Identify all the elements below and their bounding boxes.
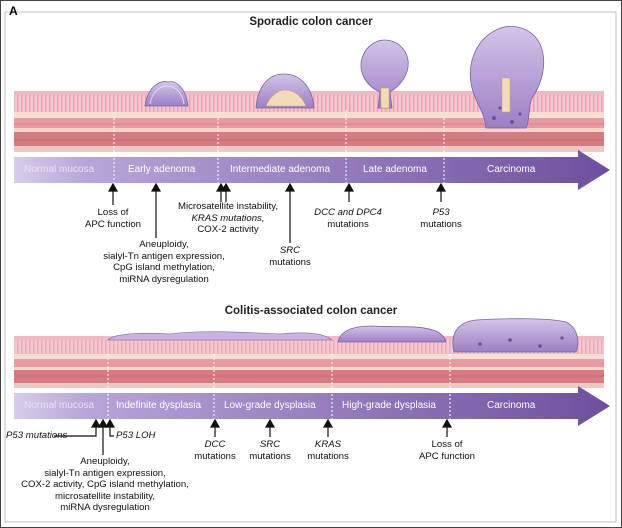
sporadic-progression-arrow (14, 150, 610, 190)
sporadic-title: Sporadic colon cancer (249, 16, 373, 28)
event-line: miRNA dysregulation (60, 502, 150, 513)
sporadic-stage-early-adenoma: Early adenoma (128, 164, 196, 175)
colitis-event-aneuploidy: Aneuploidy, sialyl-Tn antigen expression… (20, 456, 190, 514)
colitis-stage-carcinoma: Carcinoma (487, 400, 536, 411)
event-line: mutations (327, 218, 369, 230)
high-grade-dysplasia-mucosa (337, 325, 447, 343)
sporadic-event-aneuploidy: Aneuploidy, sialyl-Tn antigen expression… (96, 239, 232, 285)
sporadic-stage-carcinoma: Carcinoma (487, 164, 536, 175)
colitis-progression-arrow (14, 386, 610, 426)
event-line: KRAS mutations, (191, 212, 265, 224)
colitis-event-kras: KRAS mutations (301, 439, 355, 462)
event-line: DCC and DPC4 (314, 207, 382, 218)
colitis-event-p53-mutations: P53 mutations (6, 430, 67, 442)
sporadic-stage-normal-mucosa: Normal mucosa (24, 164, 95, 175)
event-line: mutations (420, 218, 462, 230)
sporadic-event-dcc-dpc4: DCC and DPC4 mutations (306, 207, 390, 230)
event-line: DCC (204, 439, 226, 450)
event-line: P53 LOH (116, 430, 156, 441)
colitis-stage-low-grade-dysplasia: Low-grade dysplasia (224, 400, 316, 411)
event-line: Loss of (431, 439, 463, 450)
carcinoma-tumor (469, 26, 545, 129)
event-line: Microsatellite instability, (177, 201, 279, 212)
event-line: KRAS (314, 439, 342, 450)
sporadic-event-msi-kras-cox2: Microsatellite instability, KRAS mutatio… (168, 201, 288, 236)
event-line: Aneuploidy, (80, 456, 130, 467)
sporadic-stage-dividers (113, 110, 445, 183)
event-line: SRC (259, 439, 281, 450)
sporadic-event-loss-of-apc: Loss of APC function (78, 207, 148, 230)
sporadic-stage-intermediate-adenoma: Intermediate adenoma (230, 164, 331, 175)
event-line: APC function (419, 450, 475, 462)
colitis-stage-high-grade-dysplasia: High-grade dysplasia (342, 400, 436, 411)
colitis-carcinoma-mucosa (452, 318, 579, 353)
colitis-event-arrows (54, 418, 453, 455)
early-adenoma-polyp (144, 81, 189, 107)
event-line: mutations (249, 450, 291, 462)
panel-label: A (9, 4, 18, 18)
late-adenoma-polyp (360, 39, 409, 109)
event-line: Aneuploidy, (139, 239, 189, 250)
event-line: mutations (194, 450, 236, 462)
colitis-event-dcc: DCC mutations (188, 439, 242, 462)
event-line: mutations (307, 450, 349, 462)
colitis-stage-indefinite-dysplasia: Indefinite dysplasia (116, 400, 202, 411)
event-line: mutations (269, 256, 311, 268)
event-line: microsatellite instability, (54, 490, 156, 502)
colitis-event-p53-loh: P53 LOH (116, 430, 176, 442)
event-line: P53 mutations (6, 430, 68, 441)
sporadic-event-src: SRC mutations (262, 245, 318, 268)
event-line: COX-2 activity, CpG island methylation, (21, 479, 189, 490)
event-line: sialyl-Tn antigen expression, (44, 467, 166, 479)
event-line: CpG island methylation, (113, 262, 215, 273)
colitis-event-src: SRC mutations (243, 439, 297, 462)
event-line: APC function (85, 218, 141, 230)
inner-border (4, 11, 617, 523)
event-line: COX-2 activity (197, 224, 259, 235)
sporadic-event-arrows (107, 182, 447, 243)
colitis-stage-dividers (107, 354, 451, 419)
event-line: P53 (432, 207, 450, 218)
intermediate-adenoma-polyp (255, 73, 315, 109)
sporadic-stage-late-adenoma: Late adenoma (363, 164, 427, 175)
event-line: miRNA dysregulation (119, 273, 209, 285)
colitis-title: Colitis-associated colon cancer (224, 305, 398, 317)
colitis-event-loss-of-apc: Loss of APC function (412, 439, 482, 462)
sporadic-event-p53: P53 mutations (413, 207, 469, 230)
low-grade-dysplasia-mucosa (107, 331, 333, 341)
event-line: SRC (279, 245, 301, 256)
event-line: sialyl-Tn antigen expression, (103, 250, 225, 262)
event-line: Loss of (97, 207, 129, 218)
colitis-stage-normal-mucosa: Normal mucosa (24, 400, 95, 411)
